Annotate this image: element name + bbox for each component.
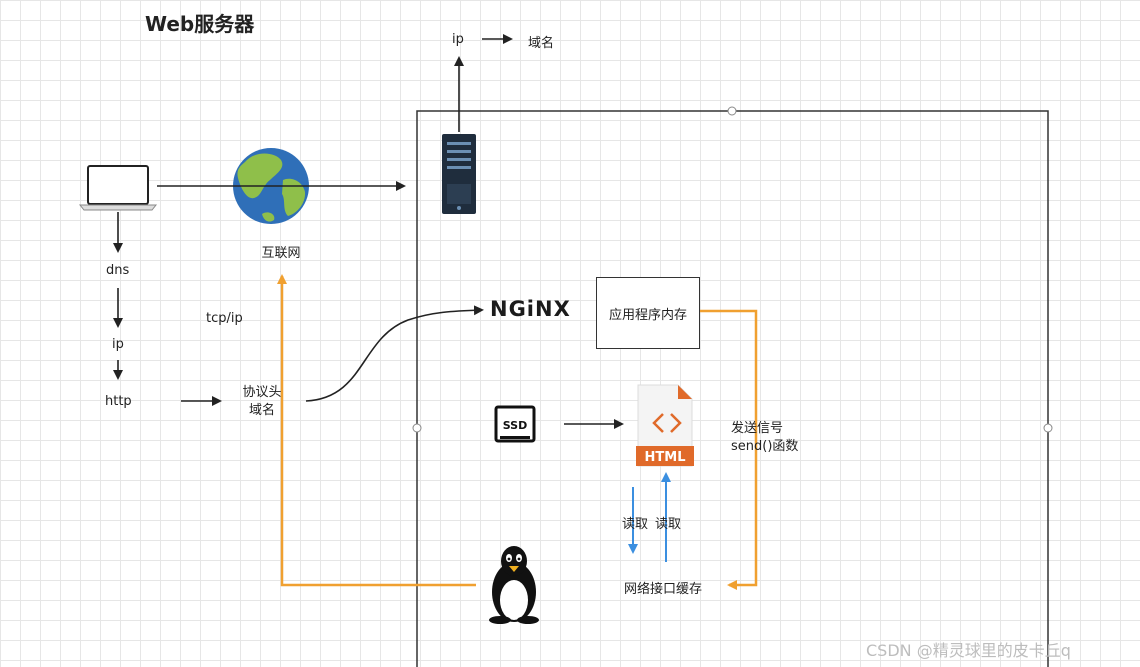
- label-dns: dns: [106, 263, 130, 278]
- label-read-up: 读取: [655, 517, 682, 532]
- label-domain-top: 域名: [528, 36, 555, 51]
- orange-flow-linux-to-internet: [277, 274, 476, 587]
- label-net-buffer: 网络接口缓存: [624, 582, 703, 597]
- selection-handle-left[interactable]: [412, 423, 422, 433]
- laptop-icon: [78, 165, 158, 211]
- arrow-header-to-nginx: [305, 305, 484, 402]
- selection-handle-top[interactable]: [727, 106, 737, 116]
- label-read-down: 读取: [622, 517, 649, 532]
- app-memory-label: 应用程序内存: [608, 307, 687, 323]
- label-ip-left: ip: [112, 337, 124, 352]
- html-badge: HTML: [645, 450, 686, 465]
- diagram-title: Web服务器: [145, 12, 255, 36]
- html-file-icon: HTML: [636, 384, 694, 467]
- ssd-icon: SSD: [494, 405, 536, 443]
- csdn-watermark: CSDN @精灵球里的皮卡丘q: [866, 641, 1071, 660]
- app-memory-box[interactable]: 应用程序内存: [596, 277, 700, 349]
- orange-flow-memory-to-buffer: [700, 309, 758, 590]
- linux-penguin-icon: [489, 546, 539, 624]
- label-protocol-header: 协议头 域名: [242, 385, 282, 418]
- nginx-logo: NGiNX: [490, 297, 571, 321]
- label-http: http: [105, 394, 132, 409]
- selection-handle-right[interactable]: [1043, 423, 1053, 433]
- label-send-signal: 发送信号 send()函数: [731, 421, 799, 454]
- server-icon: [442, 134, 476, 214]
- label-internet: 互联网: [261, 246, 301, 261]
- label-ip-top: ip: [452, 32, 464, 47]
- ssd-label: SSD: [503, 419, 527, 432]
- label-tcp-ip: tcp/ip: [206, 311, 243, 326]
